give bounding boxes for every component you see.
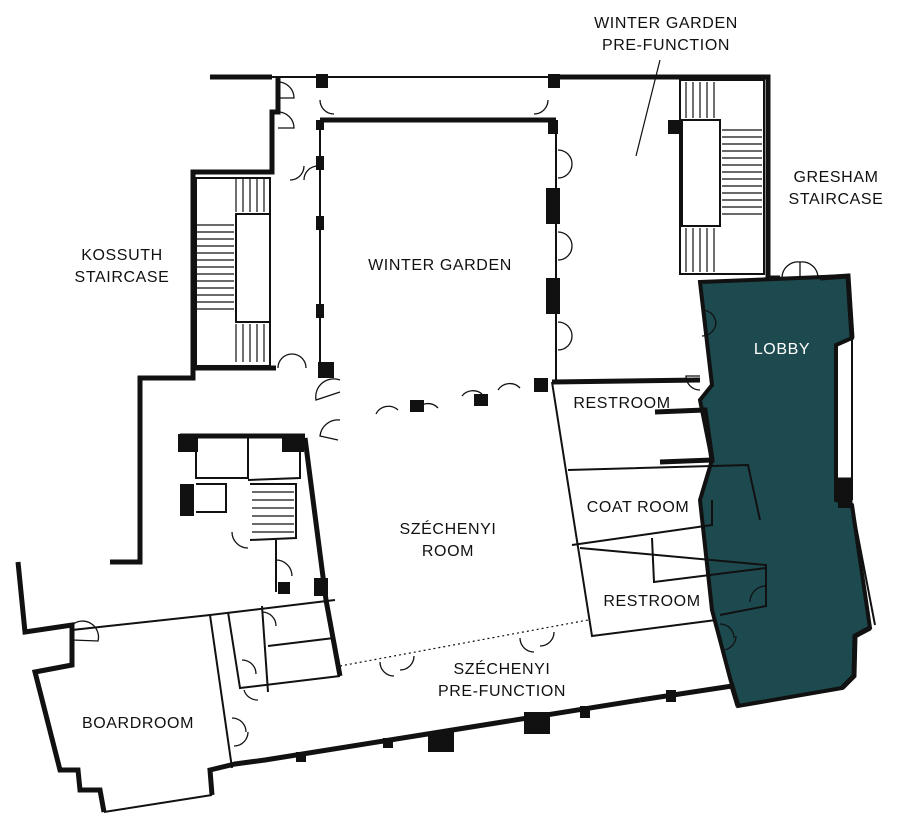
kossuth-staircase [195,177,271,367]
label-szechenyi-room-2: ROOM [422,543,474,560]
label-restroom-upper: RESTROOM [573,395,670,412]
interior-walls [71,117,767,769]
label-winter-garden: WINTER GARDEN [368,257,512,274]
label-winter-garden-prefunction-1: WINTER GARDEN [594,15,738,32]
label-kossuth-1: KOSSUTH [81,247,163,264]
label-szechenyi-prefunction-2: PRE-FUNCTION [438,683,566,700]
label-boardroom: BOARDROOM [82,715,194,732]
label-gresham-1: GRESHAM [793,169,878,186]
label-szechenyi-prefunction-1: SZÉCHENYI [454,659,551,678]
label-lobby: LOBBY [754,341,810,358]
room-labels: WINTER GARDEN PRE-FUNCTION GRESHAM STAIR… [75,15,884,732]
doors [71,81,819,747]
leader-line [635,59,661,157]
label-restroom-lower: RESTROOM [603,593,700,610]
label-gresham-2: STAIRCASE [789,191,884,208]
label-szechenyi-room-1: SZÉCHENYI [400,519,497,538]
service-staircase [252,491,294,533]
label-winter-garden-prefunction-2: PRE-FUNCTION [602,37,730,54]
label-kossuth-2: STAIRCASE [75,269,170,286]
gresham-staircase [679,79,765,275]
label-coat-room: COAT ROOM [587,499,690,516]
columns [178,74,852,762]
